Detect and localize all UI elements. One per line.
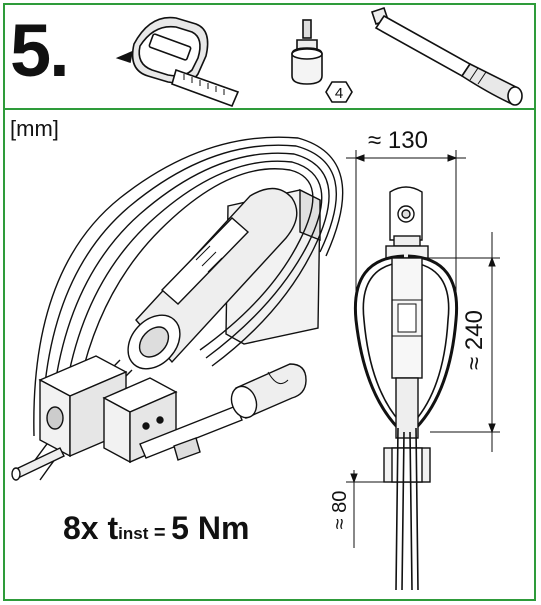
dim-offset-label: ≈ 80	[329, 491, 351, 530]
clamp-front-view	[353, 186, 459, 591]
torque-prefix: 8x t	[63, 510, 119, 546]
tape-measure-icon	[115, 16, 240, 108]
torque-equals: =	[148, 522, 172, 544]
dim-width-label: ≈ 130	[368, 127, 428, 154]
svg-text:4: 4	[335, 85, 343, 102]
instruction-frame	[3, 3, 536, 601]
step-number: 5.	[10, 9, 70, 92]
clamp-perspective-view	[11, 136, 344, 481]
hex-socket-icon	[291, 19, 323, 85]
torque-subscript: inst	[118, 524, 149, 543]
torque-value: 5 Nm	[171, 510, 250, 546]
header-divider	[3, 108, 536, 110]
quantity-badge: 4	[325, 81, 353, 103]
dimension-width	[346, 150, 466, 320]
dim-height-label: ≈ 240	[461, 310, 488, 370]
torque-specification: 8x tinst = 5 Nm	[63, 510, 249, 547]
dimension-height	[424, 232, 500, 452]
torque-wrench-icon	[370, 6, 523, 106]
dimension-offset	[346, 470, 384, 548]
unit-label: [mm]	[10, 116, 59, 141]
